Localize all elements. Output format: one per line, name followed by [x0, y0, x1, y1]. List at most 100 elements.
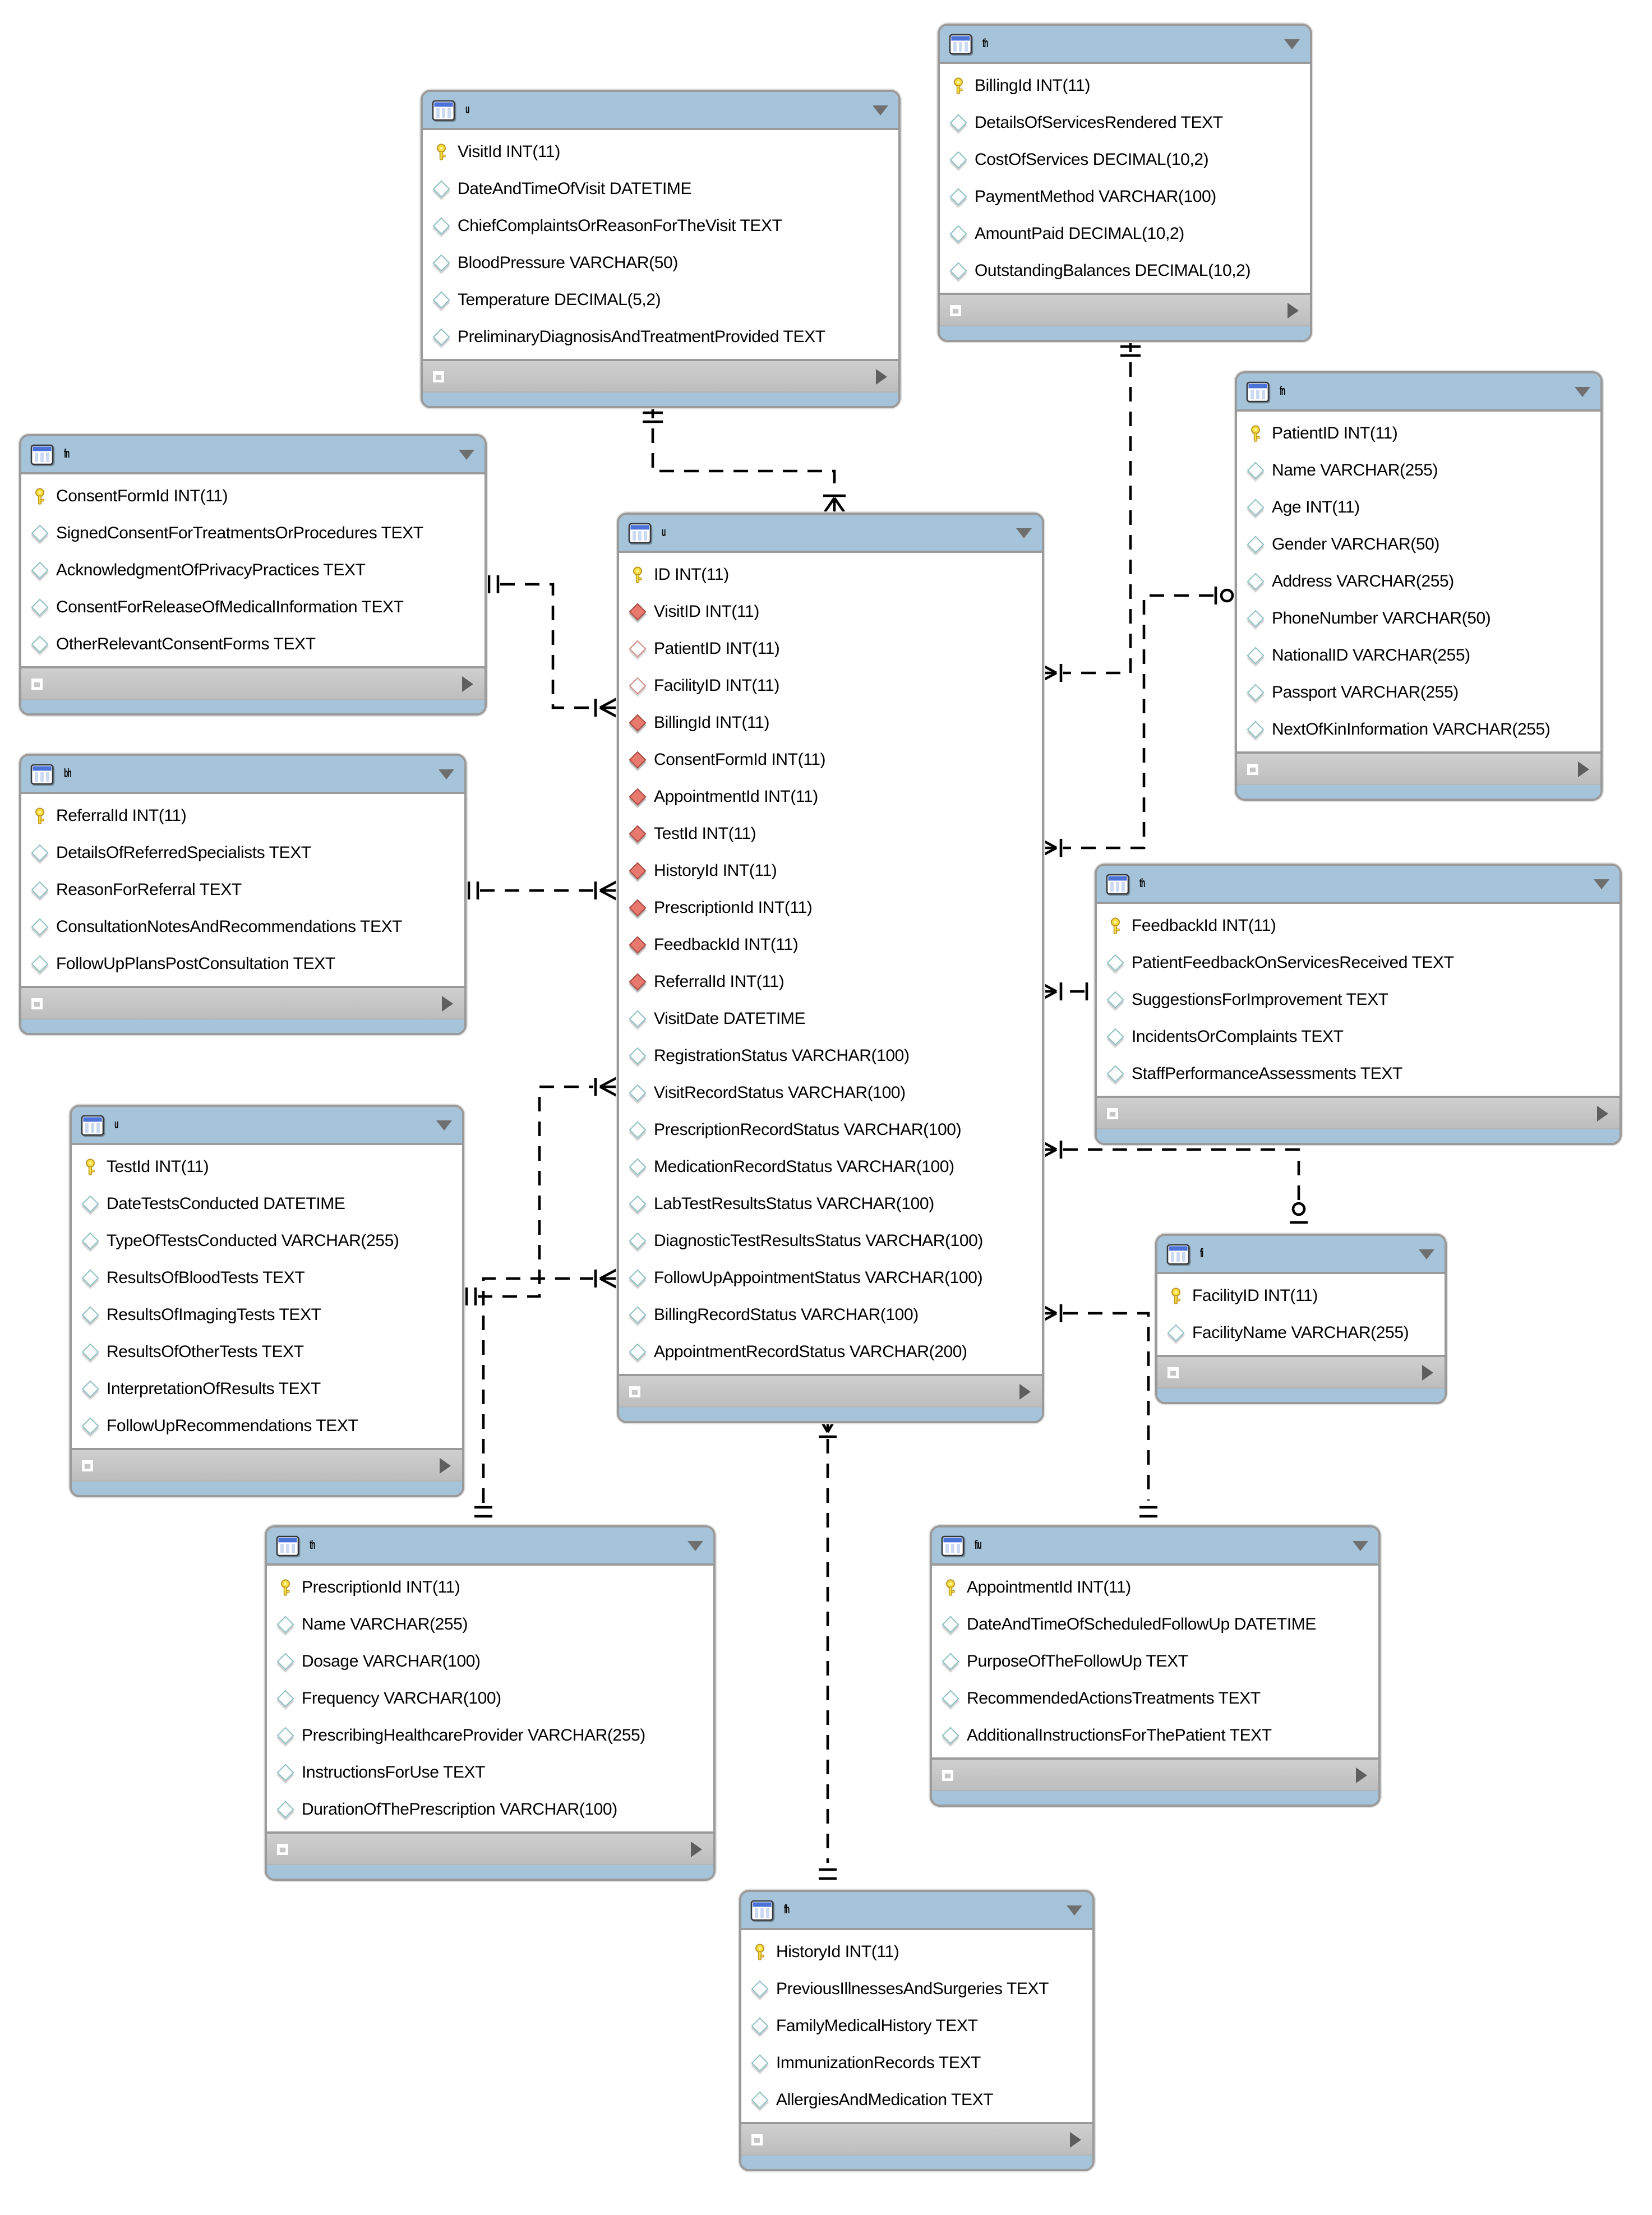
- table-footer[interactable]: [932, 1757, 1378, 1790]
- column-row[interactable]: ReasonForReferral TEXT: [21, 871, 464, 908]
- expand-arrow-icon[interactable]: [1422, 1364, 1433, 1380]
- column-row[interactable]: FeedbackId INT(11): [1097, 907, 1619, 944]
- table-footer[interactable]: [423, 359, 898, 391]
- column-row[interactable]: FamilyMedicalHistory TEXT: [741, 2008, 1092, 2045]
- column-row[interactable]: PrescribingHealthcareProvider VARCHAR(25…: [267, 1717, 713, 1754]
- column-row[interactable]: ConsultationNotesAndRecommendations TEXT: [21, 908, 464, 945]
- column-row[interactable]: DiagnosticTestResultsStatus VARCHAR(100): [619, 1222, 1042, 1259]
- column-row[interactable]: DateAndTimeOfScheduledFollowUp DATETIME: [932, 1606, 1378, 1643]
- column-row[interactable]: Name VARCHAR(255): [267, 1606, 713, 1643]
- table-footer[interactable]: [619, 1374, 1042, 1406]
- collapse-arrow-icon[interactable]: [687, 1540, 703, 1550]
- table-header[interactable]: u: [72, 1107, 462, 1143]
- column-row[interactable]: RegistrationStatus VARCHAR(100): [619, 1037, 1042, 1074]
- column-row[interactable]: PrescriptionRecordStatus VARCHAR(100): [619, 1111, 1042, 1148]
- column-row[interactable]: AdditionalInstructionsForThePatient TEXT: [932, 1717, 1378, 1754]
- expand-arrow-icon[interactable]: [691, 1841, 702, 1857]
- column-row[interactable]: FeedbackId INT(11): [619, 926, 1042, 963]
- column-row[interactable]: VisitId INT(11): [423, 133, 898, 170]
- column-row[interactable]: Address VARCHAR(255): [1237, 563, 1600, 600]
- table-header[interactable]: th: [940, 26, 1310, 62]
- column-row[interactable]: DateTestsConducted DATETIME: [72, 1185, 462, 1222]
- column-row[interactable]: ResultsOfOtherTests TEXT: [72, 1333, 462, 1370]
- column-row[interactable]: ChiefComplaintsOrReasonForTheVisit TEXT: [423, 207, 898, 244]
- column-row[interactable]: InterpretationOfResults TEXT: [72, 1370, 462, 1408]
- expand-arrow-icon[interactable]: [1070, 2131, 1081, 2147]
- collapse-arrow-icon[interactable]: [1353, 1540, 1368, 1550]
- column-row[interactable]: OutstandingBalances DECIMAL(10,2): [940, 252, 1310, 289]
- column-row[interactable]: ID INT(11): [619, 556, 1042, 593]
- column-row[interactable]: AppointmentRecordStatus VARCHAR(200): [619, 1333, 1042, 1370]
- collapse-arrow-icon[interactable]: [873, 105, 888, 115]
- column-row[interactable]: DateAndTimeOfVisit DATETIME: [423, 170, 898, 207]
- column-row[interactable]: TypeOfTestsConducted VARCHAR(255): [72, 1222, 462, 1259]
- column-row[interactable]: MedicationRecordStatus VARCHAR(100): [619, 1148, 1042, 1185]
- collapse-arrow-icon[interactable]: [436, 1120, 452, 1130]
- column-row[interactable]: ResultsOfBloodTests TEXT: [72, 1259, 462, 1296]
- table-header[interactable]: fn: [1237, 373, 1600, 409]
- column-row[interactable]: Passport VARCHAR(255): [1237, 674, 1600, 711]
- column-row[interactable]: PatientID INT(11): [1237, 415, 1600, 452]
- table-footer[interactable]: [267, 1831, 713, 1864]
- column-row[interactable]: Frequency VARCHAR(100): [267, 1680, 713, 1717]
- column-row[interactable]: FacilityID INT(11): [1157, 1277, 1445, 1314]
- column-row[interactable]: ConsentFormId INT(11): [21, 478, 484, 515]
- table-footer[interactable]: [1237, 751, 1600, 784]
- expand-arrow-icon[interactable]: [1356, 1767, 1367, 1783]
- column-row[interactable]: AppointmentId INT(11): [619, 778, 1042, 815]
- column-row[interactable]: LabTestResultsStatus VARCHAR(100): [619, 1185, 1042, 1222]
- column-row[interactable]: StaffPerformanceAssessments TEXT: [1097, 1055, 1619, 1092]
- column-row[interactable]: BloodPressure VARCHAR(50): [423, 244, 898, 282]
- table-header[interactable]: u: [423, 92, 898, 128]
- collapse-arrow-icon[interactable]: [1419, 1249, 1434, 1259]
- column-row[interactable]: IncidentsOrComplaints TEXT: [1097, 1018, 1619, 1055]
- column-row[interactable]: VisitRecordStatus VARCHAR(100): [619, 1074, 1042, 1111]
- collapse-arrow-icon[interactable]: [1067, 1905, 1082, 1915]
- table-footer[interactable]: [21, 986, 464, 1018]
- collapse-arrow-icon[interactable]: [1575, 386, 1590, 396]
- column-row[interactable]: FollowUpRecommendations TEXT: [72, 1408, 462, 1445]
- column-row[interactable]: FollowUpPlansPostConsultation TEXT: [21, 945, 464, 982]
- column-row[interactable]: NationalID VARCHAR(255): [1237, 637, 1600, 674]
- column-row[interactable]: FollowUpAppointmentStatus VARCHAR(100): [619, 1259, 1042, 1296]
- column-row[interactable]: Name VARCHAR(255): [1237, 452, 1600, 489]
- expand-arrow-icon[interactable]: [876, 368, 887, 384]
- table-header[interactable]: fh: [741, 1892, 1092, 1928]
- column-row[interactable]: BillingId INT(11): [619, 704, 1042, 741]
- expand-arrow-icon[interactable]: [1288, 302, 1299, 318]
- column-row[interactable]: DetailsOfServicesRendered TEXT: [940, 104, 1310, 141]
- column-row[interactable]: ResultsOfImagingTests TEXT: [72, 1296, 462, 1333]
- table-header[interactable]: u: [619, 515, 1042, 551]
- table-footer[interactable]: [1157, 1355, 1445, 1387]
- column-row[interactable]: PatientID INT(11): [619, 630, 1042, 667]
- expand-arrow-icon[interactable]: [1578, 761, 1589, 777]
- column-row[interactable]: ReferralId INT(11): [21, 797, 464, 834]
- column-row[interactable]: PhoneNumber VARCHAR(50): [1237, 600, 1600, 637]
- column-row[interactable]: Temperature DECIMAL(5,2): [423, 282, 898, 319]
- column-row[interactable]: ReferralId INT(11): [619, 963, 1042, 1000]
- column-row[interactable]: PatientFeedbackOnServicesReceived TEXT: [1097, 944, 1619, 981]
- column-row[interactable]: HistoryId INT(11): [741, 1933, 1092, 1971]
- expand-arrow-icon[interactable]: [1597, 1105, 1608, 1121]
- expand-arrow-icon[interactable]: [462, 676, 473, 691]
- column-row[interactable]: BillingRecordStatus VARCHAR(100): [619, 1296, 1042, 1333]
- column-row[interactable]: AppointmentId INT(11): [932, 1569, 1378, 1606]
- table-footer[interactable]: [741, 2122, 1092, 2154]
- column-row[interactable]: CostOfServices DECIMAL(10,2): [940, 141, 1310, 178]
- column-row[interactable]: PreliminaryDiagnosisAndTreatmentProvided…: [423, 319, 898, 356]
- column-row[interactable]: AmountPaid DECIMAL(10,2): [940, 215, 1310, 252]
- column-row[interactable]: Age INT(11): [1237, 489, 1600, 526]
- column-row[interactable]: SignedConsentForTreatmentsOrProcedures T…: [21, 515, 484, 552]
- table-footer[interactable]: [1097, 1096, 1619, 1128]
- column-row[interactable]: PrescriptionId INT(11): [267, 1569, 713, 1606]
- table-header[interactable]: fn: [21, 436, 484, 472]
- column-row[interactable]: VisitID INT(11): [619, 593, 1042, 630]
